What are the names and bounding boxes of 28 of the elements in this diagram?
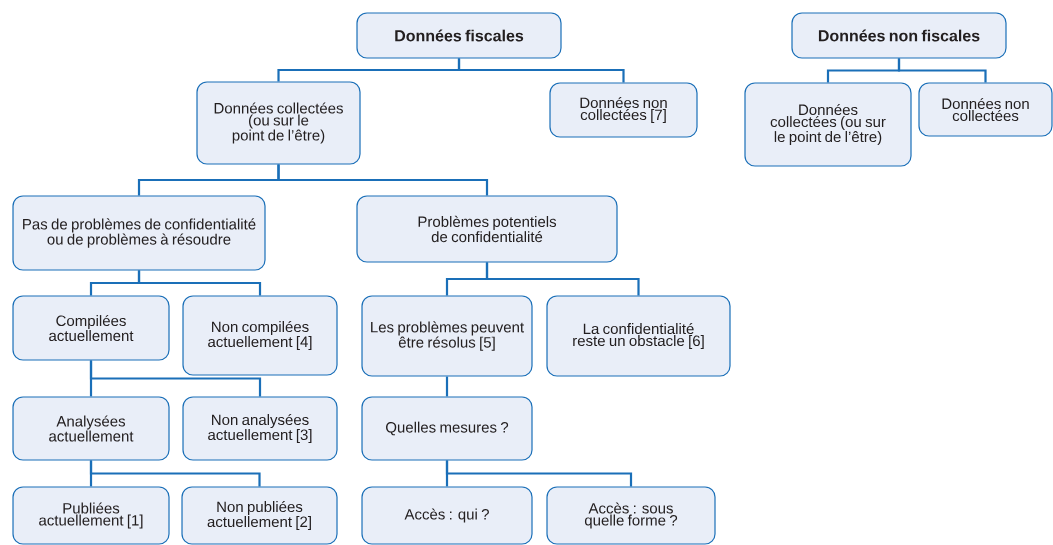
category-box: Accès : qui ? — [361, 486, 533, 545]
connector-line — [897, 58, 987, 83]
category-box: Données collectées (ou sur le point de l’être) — [744, 82, 912, 167]
category-box: Quelles mesures ? — [361, 396, 533, 461]
category-box: Accès : sous quelle forme ? — [546, 486, 716, 545]
category-box: Analysées actuellement — [12, 396, 170, 461]
connector-line — [445, 460, 633, 487]
connector-line — [277, 164, 489, 196]
category-box: Données non collectées — [918, 82, 1053, 137]
category-box: Données non collectées [7] — [549, 82, 698, 138]
category-box: La confidentialité reste un obstacle [6] — [546, 295, 731, 377]
category-box: Non compilées actuellement [4] — [182, 295, 338, 376]
connector-line — [485, 262, 640, 296]
connector-line — [89, 360, 262, 397]
connector-line — [89, 460, 261, 487]
connector-line — [137, 270, 262, 296]
connector-line — [445, 376, 449, 397]
category-box: Problèmes potentiels de confidentialité — [356, 195, 618, 263]
category-box: Les problèmes peuvent être résolus [5] — [361, 295, 533, 377]
category-box: Compilées actuellement — [12, 295, 170, 361]
heading-box: Données non fiscales — [791, 12, 1007, 59]
heading-box: Données fiscales — [356, 12, 562, 59]
category-box: Données collectées (ou sur le point de l’être) — [196, 81, 361, 165]
connector-line — [457, 58, 625, 83]
category-box: Pas de problèmes de confidentialité ou de problèmes à résoudre — [12, 195, 266, 271]
category-box: Publiées actuellement [1] — [12, 486, 170, 545]
category-box: Non analysées actuellement [3] — [182, 396, 338, 461]
category-box: Non publiées actuellement [2] — [181, 486, 338, 545]
